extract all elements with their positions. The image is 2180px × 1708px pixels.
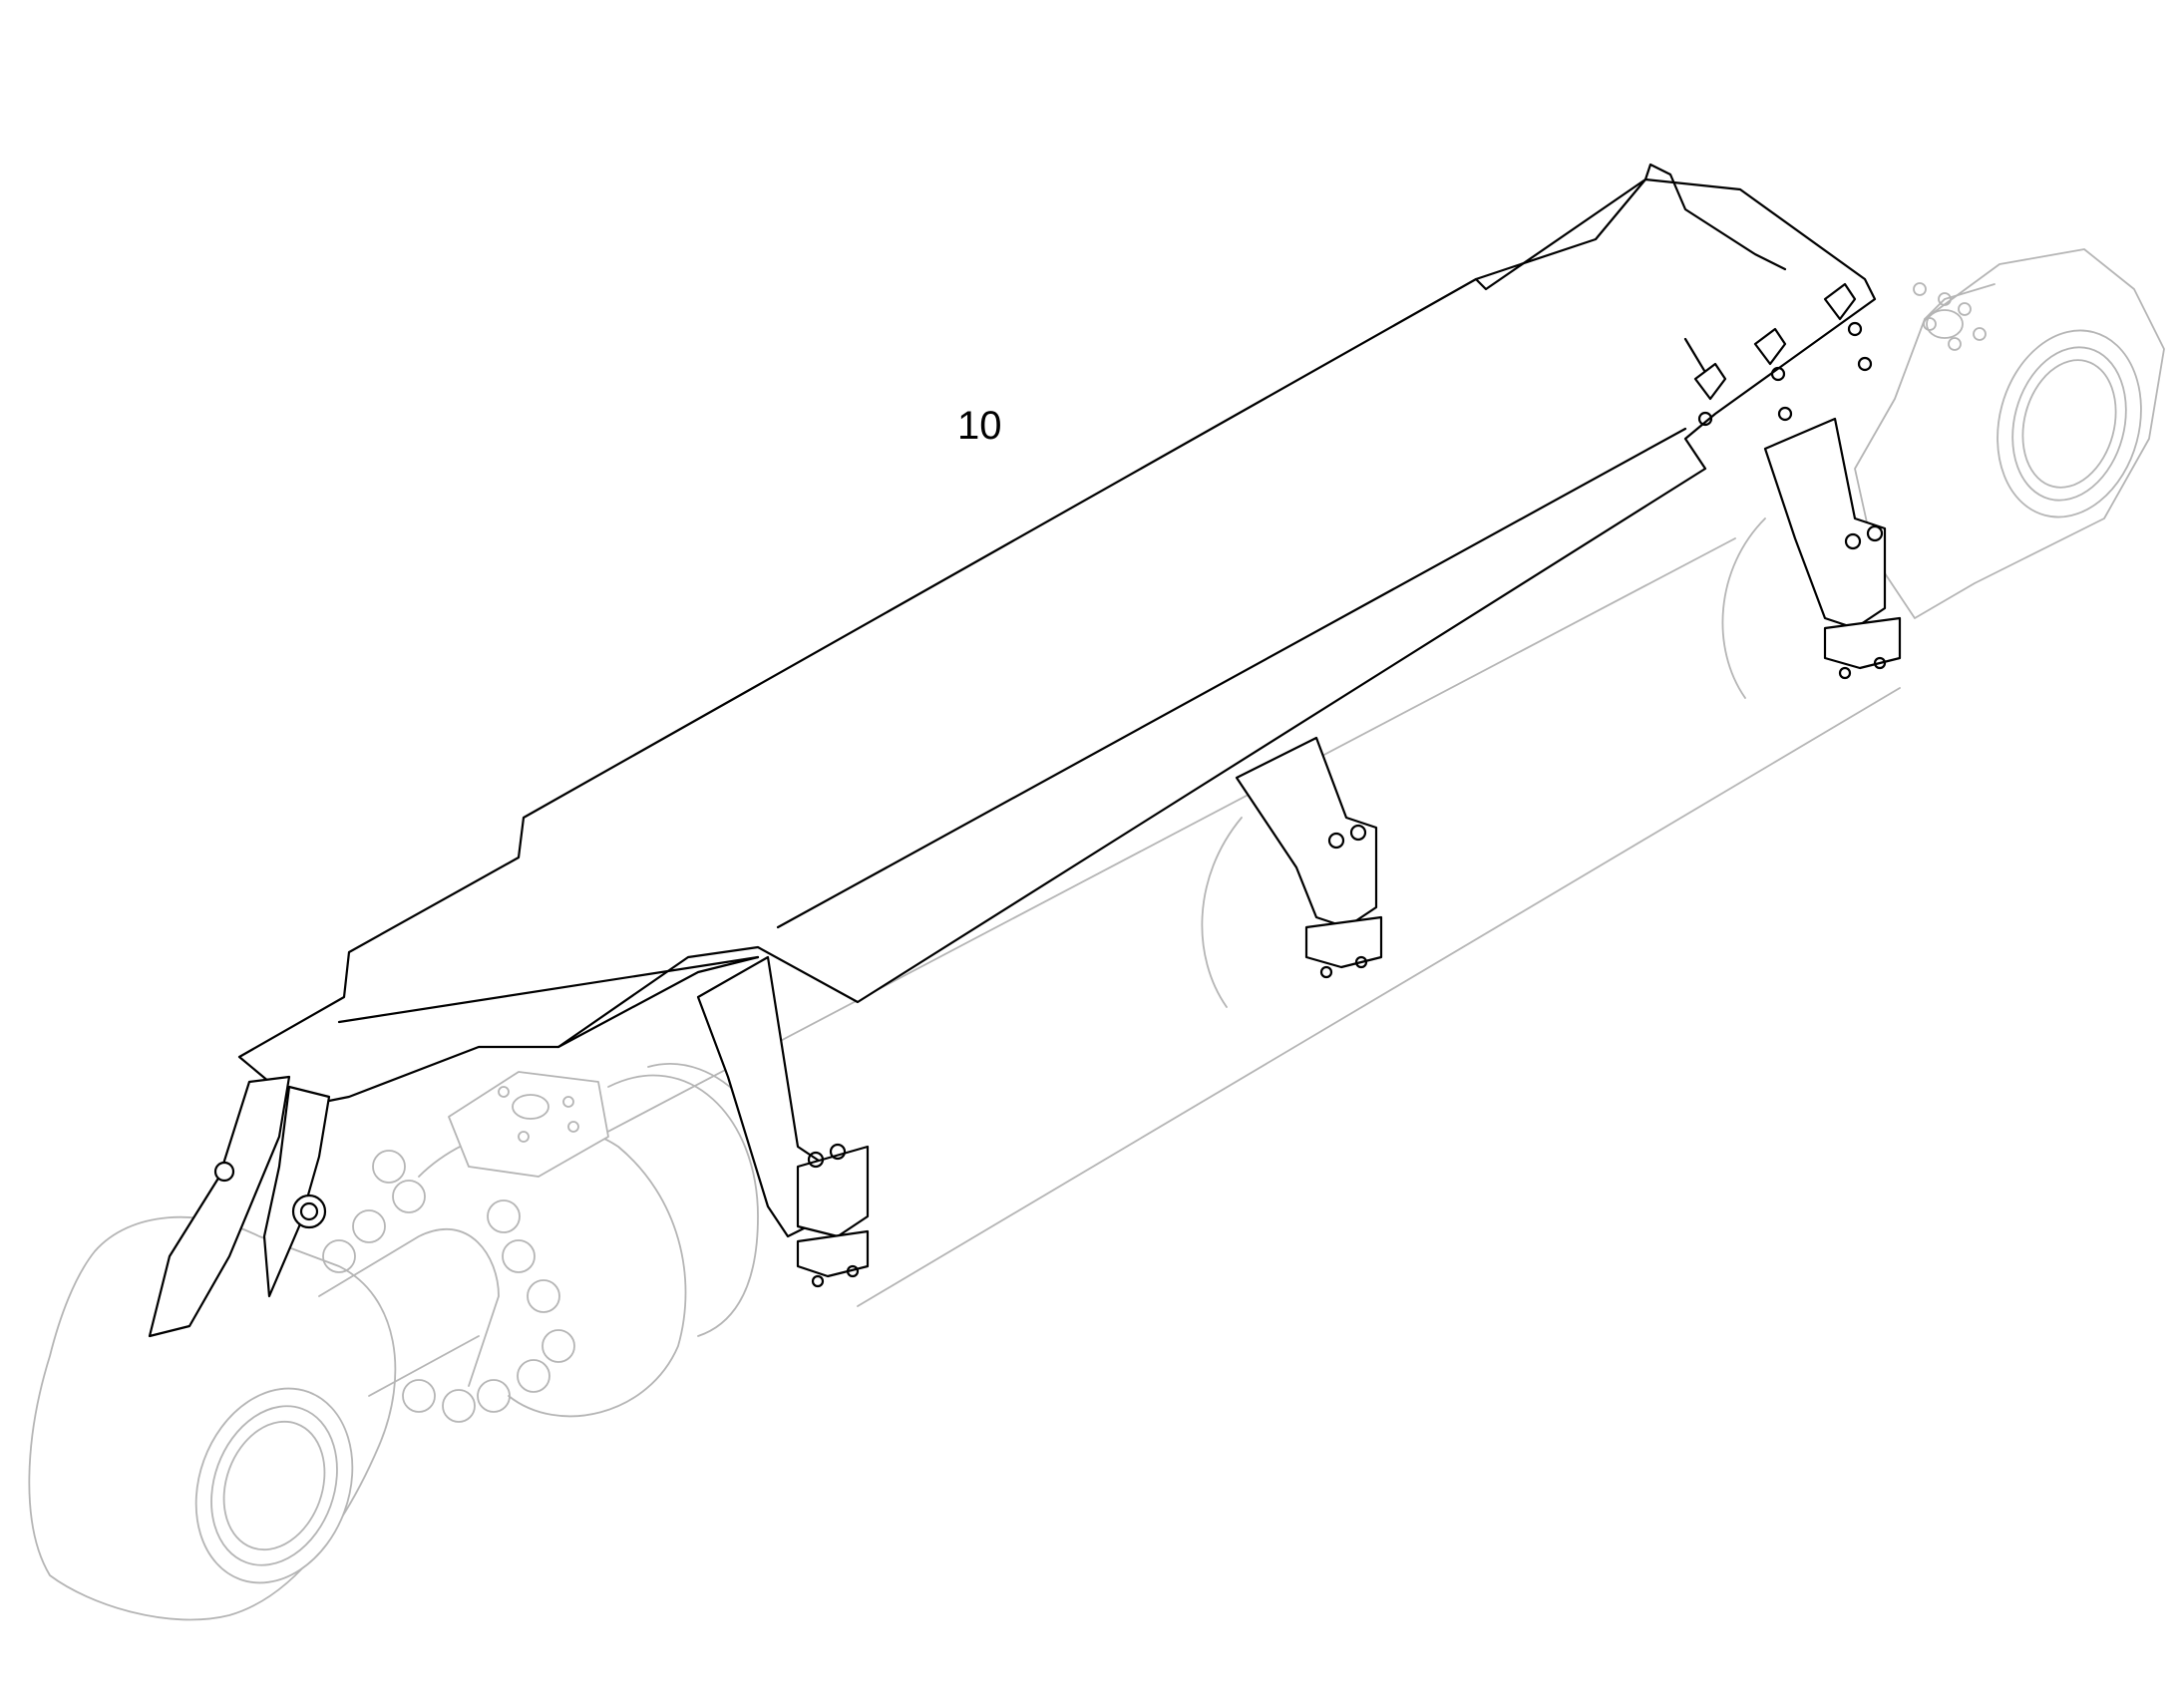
guard-bracket-middle xyxy=(1235,736,1383,979)
guard-bracket-front xyxy=(696,955,870,1288)
cylinder-barrel xyxy=(597,517,1901,1307)
guard-cover xyxy=(237,163,1877,1109)
guard-bracket-rear xyxy=(1763,417,1902,680)
rod-end-eye xyxy=(28,1215,500,1621)
rear-mounting-eye xyxy=(1854,248,2165,619)
part-callout-label: 10 xyxy=(957,404,1002,448)
support-arm xyxy=(148,1075,331,1338)
guard-clips xyxy=(1693,282,1873,427)
